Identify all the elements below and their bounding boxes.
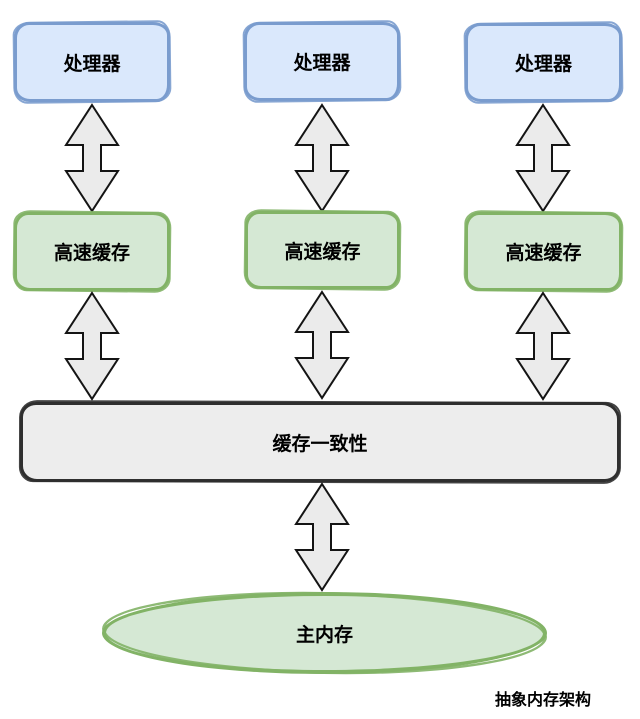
cache-label: 高速缓存 [284, 241, 361, 263]
bidirectional-arrow-icon [515, 103, 571, 213]
processor-box-3: 处理器 [465, 23, 622, 102]
bidirectional-arrow-icon [515, 291, 571, 401]
processor-box-2: 处理器 [244, 22, 400, 101]
bidirectional-arrow-icon [294, 103, 350, 213]
bidirectional-arrow-icon [294, 482, 350, 592]
cache-coherence-box: 缓存一致性 [20, 402, 620, 482]
diagram-caption: 抽象内存架构 [494, 692, 591, 709]
bidirectional-arrow-icon [294, 290, 350, 400]
processor-label: 处理器 [63, 53, 121, 75]
bidirectional-arrow-icon [64, 291, 120, 401]
main-memory-ellipse: 主内存 [102, 592, 547, 674]
bidirectional-arrow-icon [64, 103, 120, 213]
cache-box-1: 高速缓存 [14, 212, 170, 291]
cache-box-2: 高速缓存 [245, 211, 400, 289]
cache-coherence-label: 缓存一致性 [272, 433, 368, 455]
processor-label: 处理器 [293, 53, 351, 74]
main-memory-label: 主内存 [295, 624, 353, 646]
cache-box-3: 高速缓存 [465, 212, 622, 291]
processor-box-1: 处理器 [14, 22, 170, 102]
cache-label: 高速缓存 [53, 243, 130, 264]
cache-label: 高速缓存 [505, 243, 582, 264]
processor-label: 处理器 [514, 54, 572, 75]
